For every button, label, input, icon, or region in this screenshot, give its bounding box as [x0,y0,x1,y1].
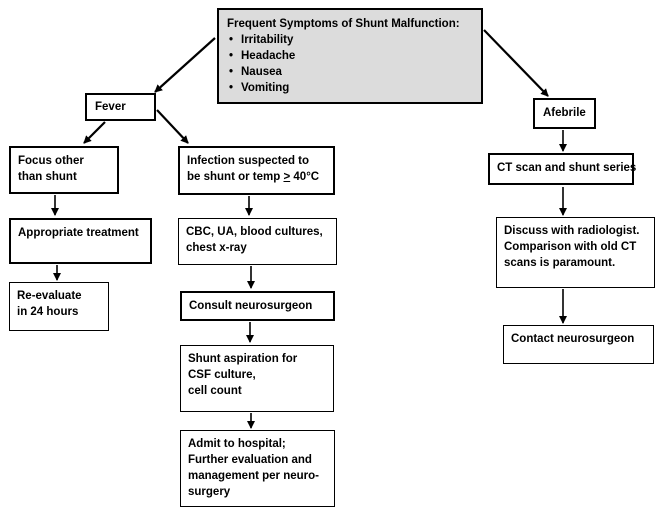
fever-box: Fever [85,93,156,121]
arrow-fever-to-focus [83,121,106,144]
ct-box: CT scan and shunt series [488,153,637,185]
aspiration-line: CSF culture, [188,369,256,381]
discuss-line: Discuss with radiologist. [504,225,640,237]
arrow-fever-to-infection [156,109,189,144]
admit-line: Further evaluation and [188,454,312,466]
cbc-line: chest x-ray [186,242,247,254]
aspiration-line: Shunt aspiration for [188,353,298,365]
contact-label: Contact neurosurgeon [511,333,635,345]
arrow-top-to-fever [154,37,216,93]
symptom-item: Vomiting [229,80,473,96]
symptoms-list: Irritability Headache Nausea Vomiting [227,32,473,96]
discuss-line: Comparison with old CT [504,241,637,253]
arrow-top-to-afebrile [483,29,549,97]
discuss-box: Discuss with radiologist. Comparison wit… [496,217,655,288]
infection-line: Infection suspected to [187,155,310,167]
infection-box: Infection suspected to be shunt or temp … [178,146,335,195]
infection-line: be shunt or temp > 40°C [187,169,326,185]
admit-box: Admit to hospital; Further evaluation an… [180,430,335,507]
afebrile-label: Afebrile [543,107,586,119]
admit-line: surgery [188,486,231,498]
greater-equal-symbol: > [283,171,291,183]
admit-line: management per neuro- [188,470,319,482]
cbc-line: CBC, UA, blood cultures, [186,226,323,238]
symptom-item: Irritability [229,32,473,48]
aspiration-box: Shunt aspiration for CSF culture, cell c… [180,345,334,412]
afebrile-box: Afebrile [533,98,596,129]
infection-line2-prefix: be shunt or temp [187,171,284,183]
symptom-item: Nausea [229,64,473,80]
cbc-box: CBC, UA, blood cultures, chest x-ray [178,218,337,265]
consult-box: Consult neurosurgeon [180,291,335,321]
focus-box: Focus other than shunt [9,146,119,194]
admit-line: Admit to hospital; [188,438,286,450]
ct-label: CT scan and shunt series [497,162,637,174]
symptoms-title: Frequent Symptoms of Shunt Malfunction: [227,18,460,30]
infection-line2-suffix: 40°C [290,171,320,183]
reevaluate-line: in 24 hours [17,306,79,318]
aspiration-line: cell count [188,385,242,397]
focus-line: than shunt [18,171,77,183]
discuss-line: scans is paramount. [504,257,616,269]
reevaluate-line: Re-evaluate [17,290,82,302]
appropriate-label: Appropriate treatment [18,227,139,239]
fever-label: Fever [95,101,126,113]
symptom-item: Headache [229,48,473,64]
symptoms-box: Frequent Symptoms of Shunt Malfunction: … [217,8,483,104]
appropriate-treatment-box: Appropriate treatment [9,218,152,264]
consult-label: Consult neurosurgeon [189,300,313,312]
focus-line: Focus other [18,155,84,167]
contact-box: Contact neurosurgeon [503,325,654,364]
reevaluate-box: Re-evaluate in 24 hours [9,282,109,331]
